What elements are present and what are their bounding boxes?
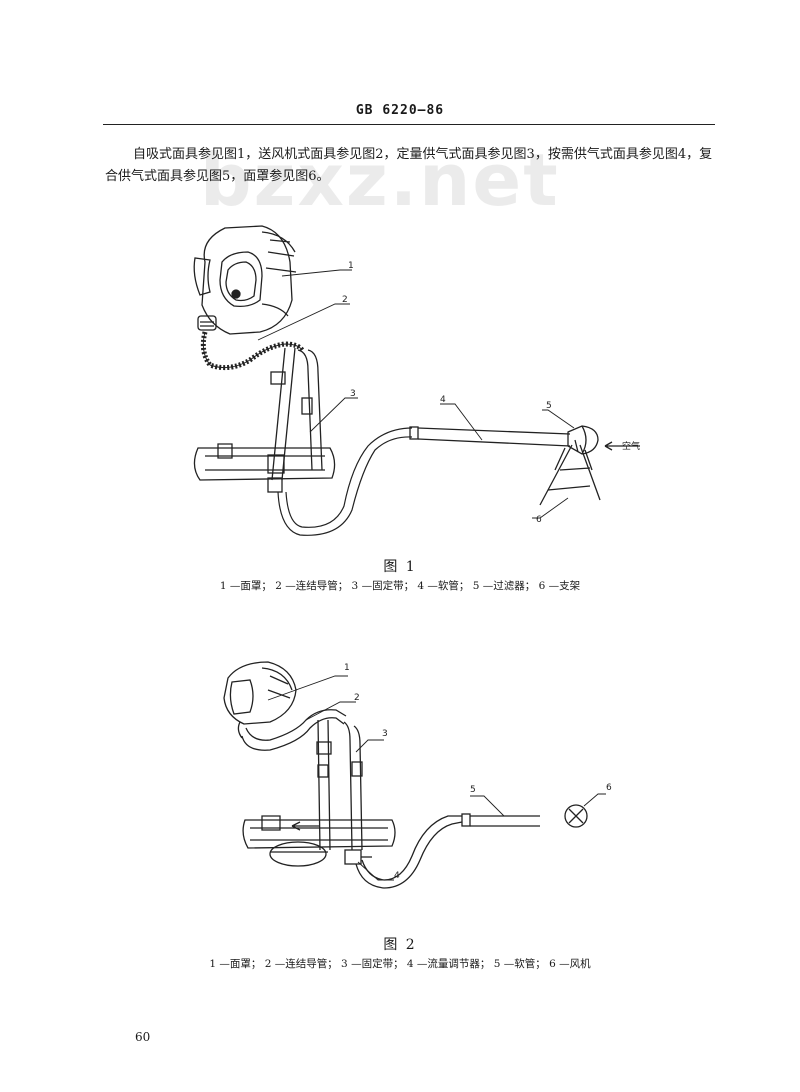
figure-2-illustration: 1 2 3 4 5 6 [223, 661, 612, 889]
figure-2-caption: 1 —面罩； 2 —连结导管； 3 —固定带； 4 —流量调节器； 5 —软管；… [209, 958, 591, 970]
callout-2: 2 [354, 693, 360, 703]
document-header: GB 6220—86 [355, 103, 445, 118]
callout-4: 4 [394, 871, 400, 881]
harness-straps [316, 719, 363, 851]
figure-2-title: 图 2 [383, 937, 417, 953]
air-arrow [604, 441, 640, 451]
callout-2: 2 [342, 295, 348, 305]
callout-leaders [267, 675, 606, 881]
hose [355, 813, 540, 889]
connecting-tube [241, 709, 347, 751]
watermark: bzxz.net [200, 138, 560, 222]
callout-4: 4 [440, 395, 446, 405]
callout-5: 5 [470, 785, 476, 795]
callout-3: 3 [350, 389, 356, 399]
flow-regulator [344, 849, 372, 865]
callout-6: 6 [536, 515, 542, 525]
blower [564, 804, 588, 828]
callout-leaders [257, 269, 575, 519]
figure-1-caption: 1 —面罩； 2 —连结导管； 3 —固定带； 4 —软管； 5 —过滤器； 6… [219, 580, 581, 592]
filter-and-stand [539, 425, 601, 506]
waist-belt [193, 443, 336, 481]
callout-1: 1 [344, 663, 350, 673]
callout-5: 5 [546, 401, 552, 411]
hose [277, 426, 571, 536]
face-mask [193, 225, 297, 335]
air-label: 空气 [622, 440, 640, 452]
header-rule [103, 124, 715, 125]
figure-1-illustration: 空气 1 2 3 4 5 6 [193, 225, 640, 536]
figure-2-callouts: 1 2 3 4 5 6 [344, 663, 612, 881]
waist-belt [242, 815, 396, 867]
page-number: 60 [135, 1030, 151, 1044]
callout-6: 6 [606, 783, 612, 793]
callout-3: 3 [382, 729, 388, 739]
figure-1-title: 图 1 [383, 559, 417, 575]
intro-paragraph: 自吸式面具参见图1，送风机式面具参见图2，定量供气式面具参见图3，按需供气式面具… [105, 147, 713, 184]
harness-straps [267, 347, 323, 493]
connecting-tube [200, 331, 305, 371]
callout-1: 1 [348, 261, 354, 271]
face-mask [223, 661, 297, 739]
figure-1-callouts: 1 2 3 4 5 6 [342, 261, 552, 525]
